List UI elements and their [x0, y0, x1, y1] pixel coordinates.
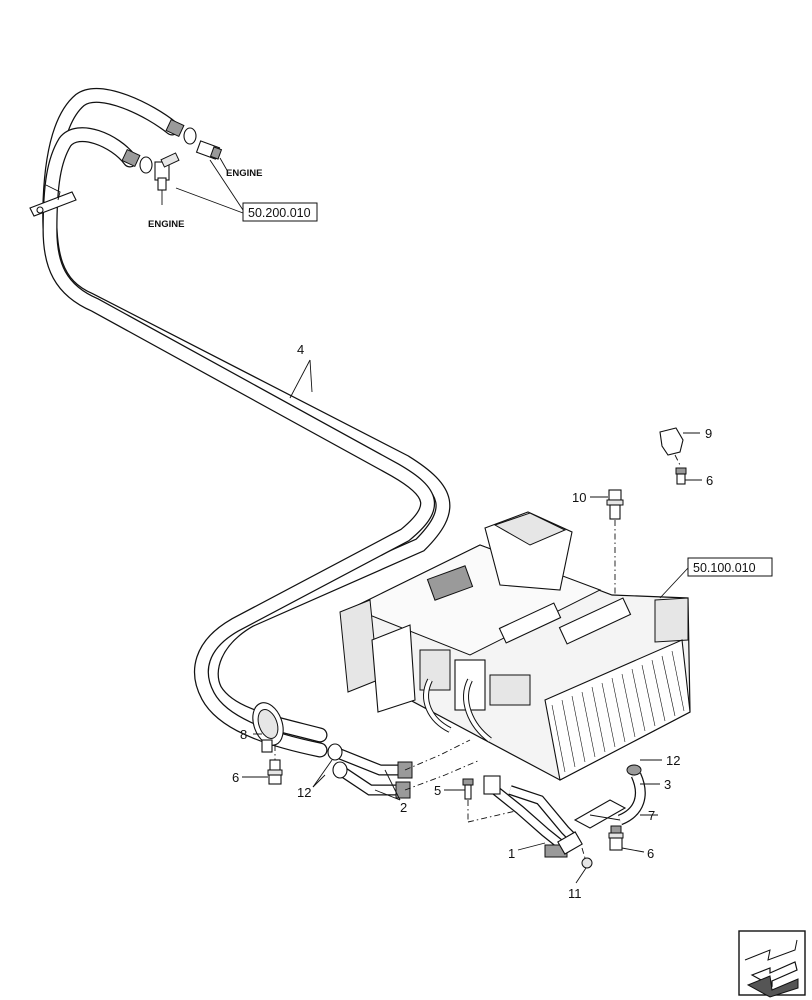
callout-8: 8	[240, 727, 247, 742]
engine-fitting-upper	[195, 140, 229, 173]
callout-5: 5	[434, 783, 441, 798]
callout-6-left: 6	[232, 770, 239, 785]
arrow-left-icon[interactable]	[738, 930, 806, 998]
bracket-9	[659, 427, 684, 466]
heater-hose-assembly	[42, 88, 451, 758]
heater-pipe-1	[483, 775, 583, 858]
callout-10: 10	[572, 490, 586, 505]
callout-9: 9	[705, 426, 712, 441]
hose-bracket-top	[29, 184, 77, 217]
bolt-6-top	[675, 467, 687, 485]
callout-12-left: 12	[297, 785, 311, 800]
engine-label-bottom: ENGINE	[148, 219, 184, 230]
callout-1: 1	[508, 846, 515, 861]
callout-7: 7	[648, 808, 655, 823]
ref-box-hvac[interactable]: 50.100.010	[659, 557, 773, 599]
callout-leaders	[242, 359, 702, 884]
bolt-6-left	[267, 745, 283, 785]
callout-11: 11	[568, 886, 582, 901]
hvac-unit	[339, 511, 691, 781]
callout-4: 4	[297, 342, 304, 357]
nut-11	[581, 847, 593, 869]
ref-link-hvac[interactable]: 50.100.010	[693, 561, 756, 575]
callout-6-right: 6	[647, 846, 654, 861]
callout-3: 3	[664, 777, 671, 792]
bolt-5	[462, 778, 521, 823]
bolt-6-right	[608, 825, 624, 851]
ref-box-engine[interactable]: 50.200.010	[175, 159, 318, 222]
engine-label-top: ENGINE	[226, 168, 262, 179]
bolt-10	[606, 489, 624, 595]
bracket-7	[573, 799, 627, 829]
engine-valve-lower	[154, 152, 180, 205]
callout-numbers: 4 9 6 10 8 6 12 2 5 12 3 7 1 6 11	[232, 342, 713, 901]
ref-link-engine[interactable]: 50.200.010	[248, 206, 311, 220]
callout-12-right: 12	[666, 753, 680, 768]
hose-3	[617, 764, 646, 826]
callout-6-top: 6	[706, 473, 713, 488]
hose-end-fittings	[327, 743, 413, 799]
hose-clamp-8	[252, 702, 284, 753]
callout-2: 2	[400, 800, 407, 815]
